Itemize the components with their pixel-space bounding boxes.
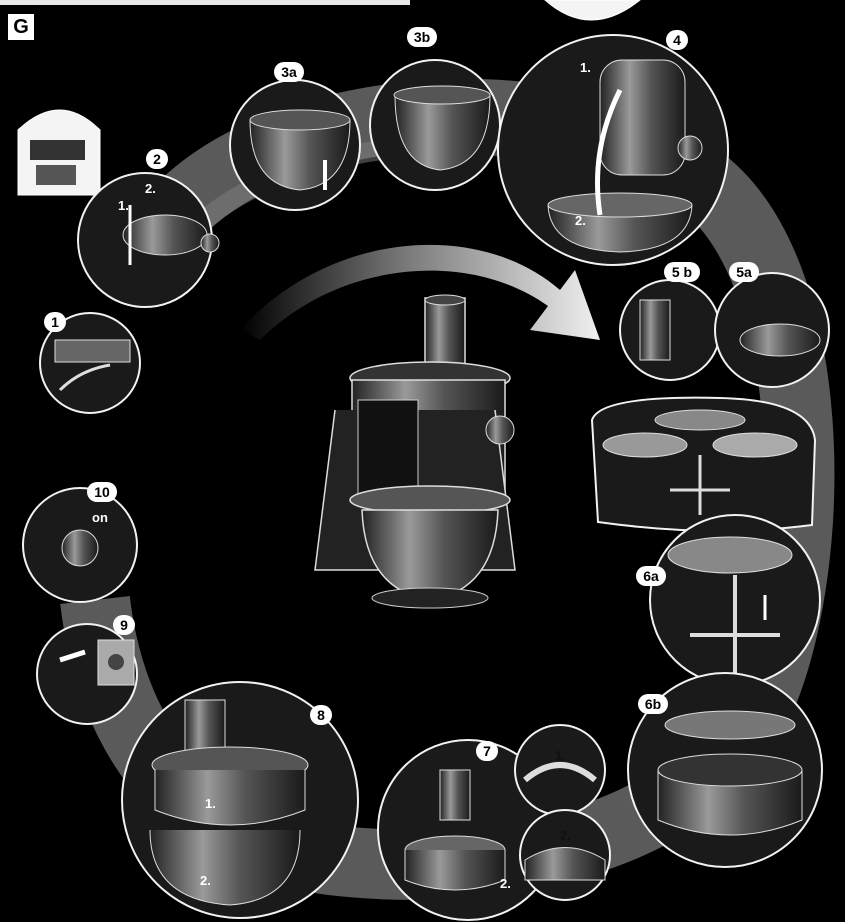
- svg-text:6a: 6a: [643, 568, 659, 584]
- step-8-sub-1: 1.: [205, 796, 216, 811]
- step-label-3a: 3a: [274, 62, 304, 82]
- step-label-10: 10: [87, 482, 117, 502]
- svg-text:6b: 6b: [645, 696, 661, 712]
- step-6a-bubble: [650, 515, 820, 685]
- direction-arrow: [240, 245, 600, 340]
- step-10-bubble: [23, 488, 137, 602]
- step-7-sub-3: 2.: [500, 876, 511, 891]
- step-7-detail-top: [515, 725, 605, 815]
- step-label-3b: 3b: [407, 27, 437, 47]
- bowl-thumbnail-left: [18, 110, 100, 195]
- step-8-sub-2: 2.: [200, 873, 211, 888]
- step-7-detail-bottom: [520, 810, 610, 900]
- svg-text:4: 4: [673, 32, 681, 48]
- blade-discs-panel: [592, 398, 815, 531]
- svg-text:9: 9: [120, 617, 128, 633]
- step-label-9: 9: [113, 615, 135, 635]
- step-label-5a: 5a: [729, 262, 759, 282]
- step-7-sub-2: 2.: [560, 828, 571, 843]
- step-label-1: 1: [44, 312, 66, 332]
- step-4-bubble: [498, 35, 728, 265]
- svg-text:7: 7: [483, 743, 491, 759]
- svg-text:2: 2: [153, 151, 161, 167]
- step-label-7: 7: [476, 741, 498, 761]
- step-4-sub-1: 1.: [580, 60, 591, 75]
- svg-text:3a: 3a: [281, 64, 297, 80]
- step-3a-bubble: [230, 80, 360, 210]
- svg-text:8: 8: [317, 707, 325, 723]
- step-7-sub-1: 1.: [555, 748, 566, 763]
- food-processor-illustration: [315, 295, 515, 608]
- step-5a-bubble: [715, 273, 829, 387]
- svg-text:10: 10: [94, 484, 110, 500]
- step-2-sub-1: 1.: [118, 198, 129, 213]
- svg-text:5 b: 5 b: [672, 264, 692, 280]
- svg-text:1: 1: [51, 314, 59, 330]
- svg-text:3b: 3b: [414, 29, 430, 45]
- step-label-4: 4: [666, 30, 688, 50]
- step-10-sub-on: on: [92, 510, 108, 525]
- step-9-bubble: [37, 624, 137, 724]
- step-label-5b: 5 b: [664, 262, 700, 282]
- step-5b-bubble: [620, 280, 720, 380]
- bowl-thumbnail-top: [545, 0, 640, 20]
- step-label-6a: 6a: [636, 566, 666, 586]
- svg-text:5a: 5a: [736, 264, 752, 280]
- step-2-sub-2: 2.: [145, 181, 156, 196]
- step-3b-bubble: [370, 60, 500, 190]
- step-label-6b: 6b: [638, 694, 668, 714]
- step-4-sub-2: 2.: [575, 213, 586, 228]
- step-label-8: 8: [310, 705, 332, 725]
- step-label-2: 2: [146, 149, 168, 169]
